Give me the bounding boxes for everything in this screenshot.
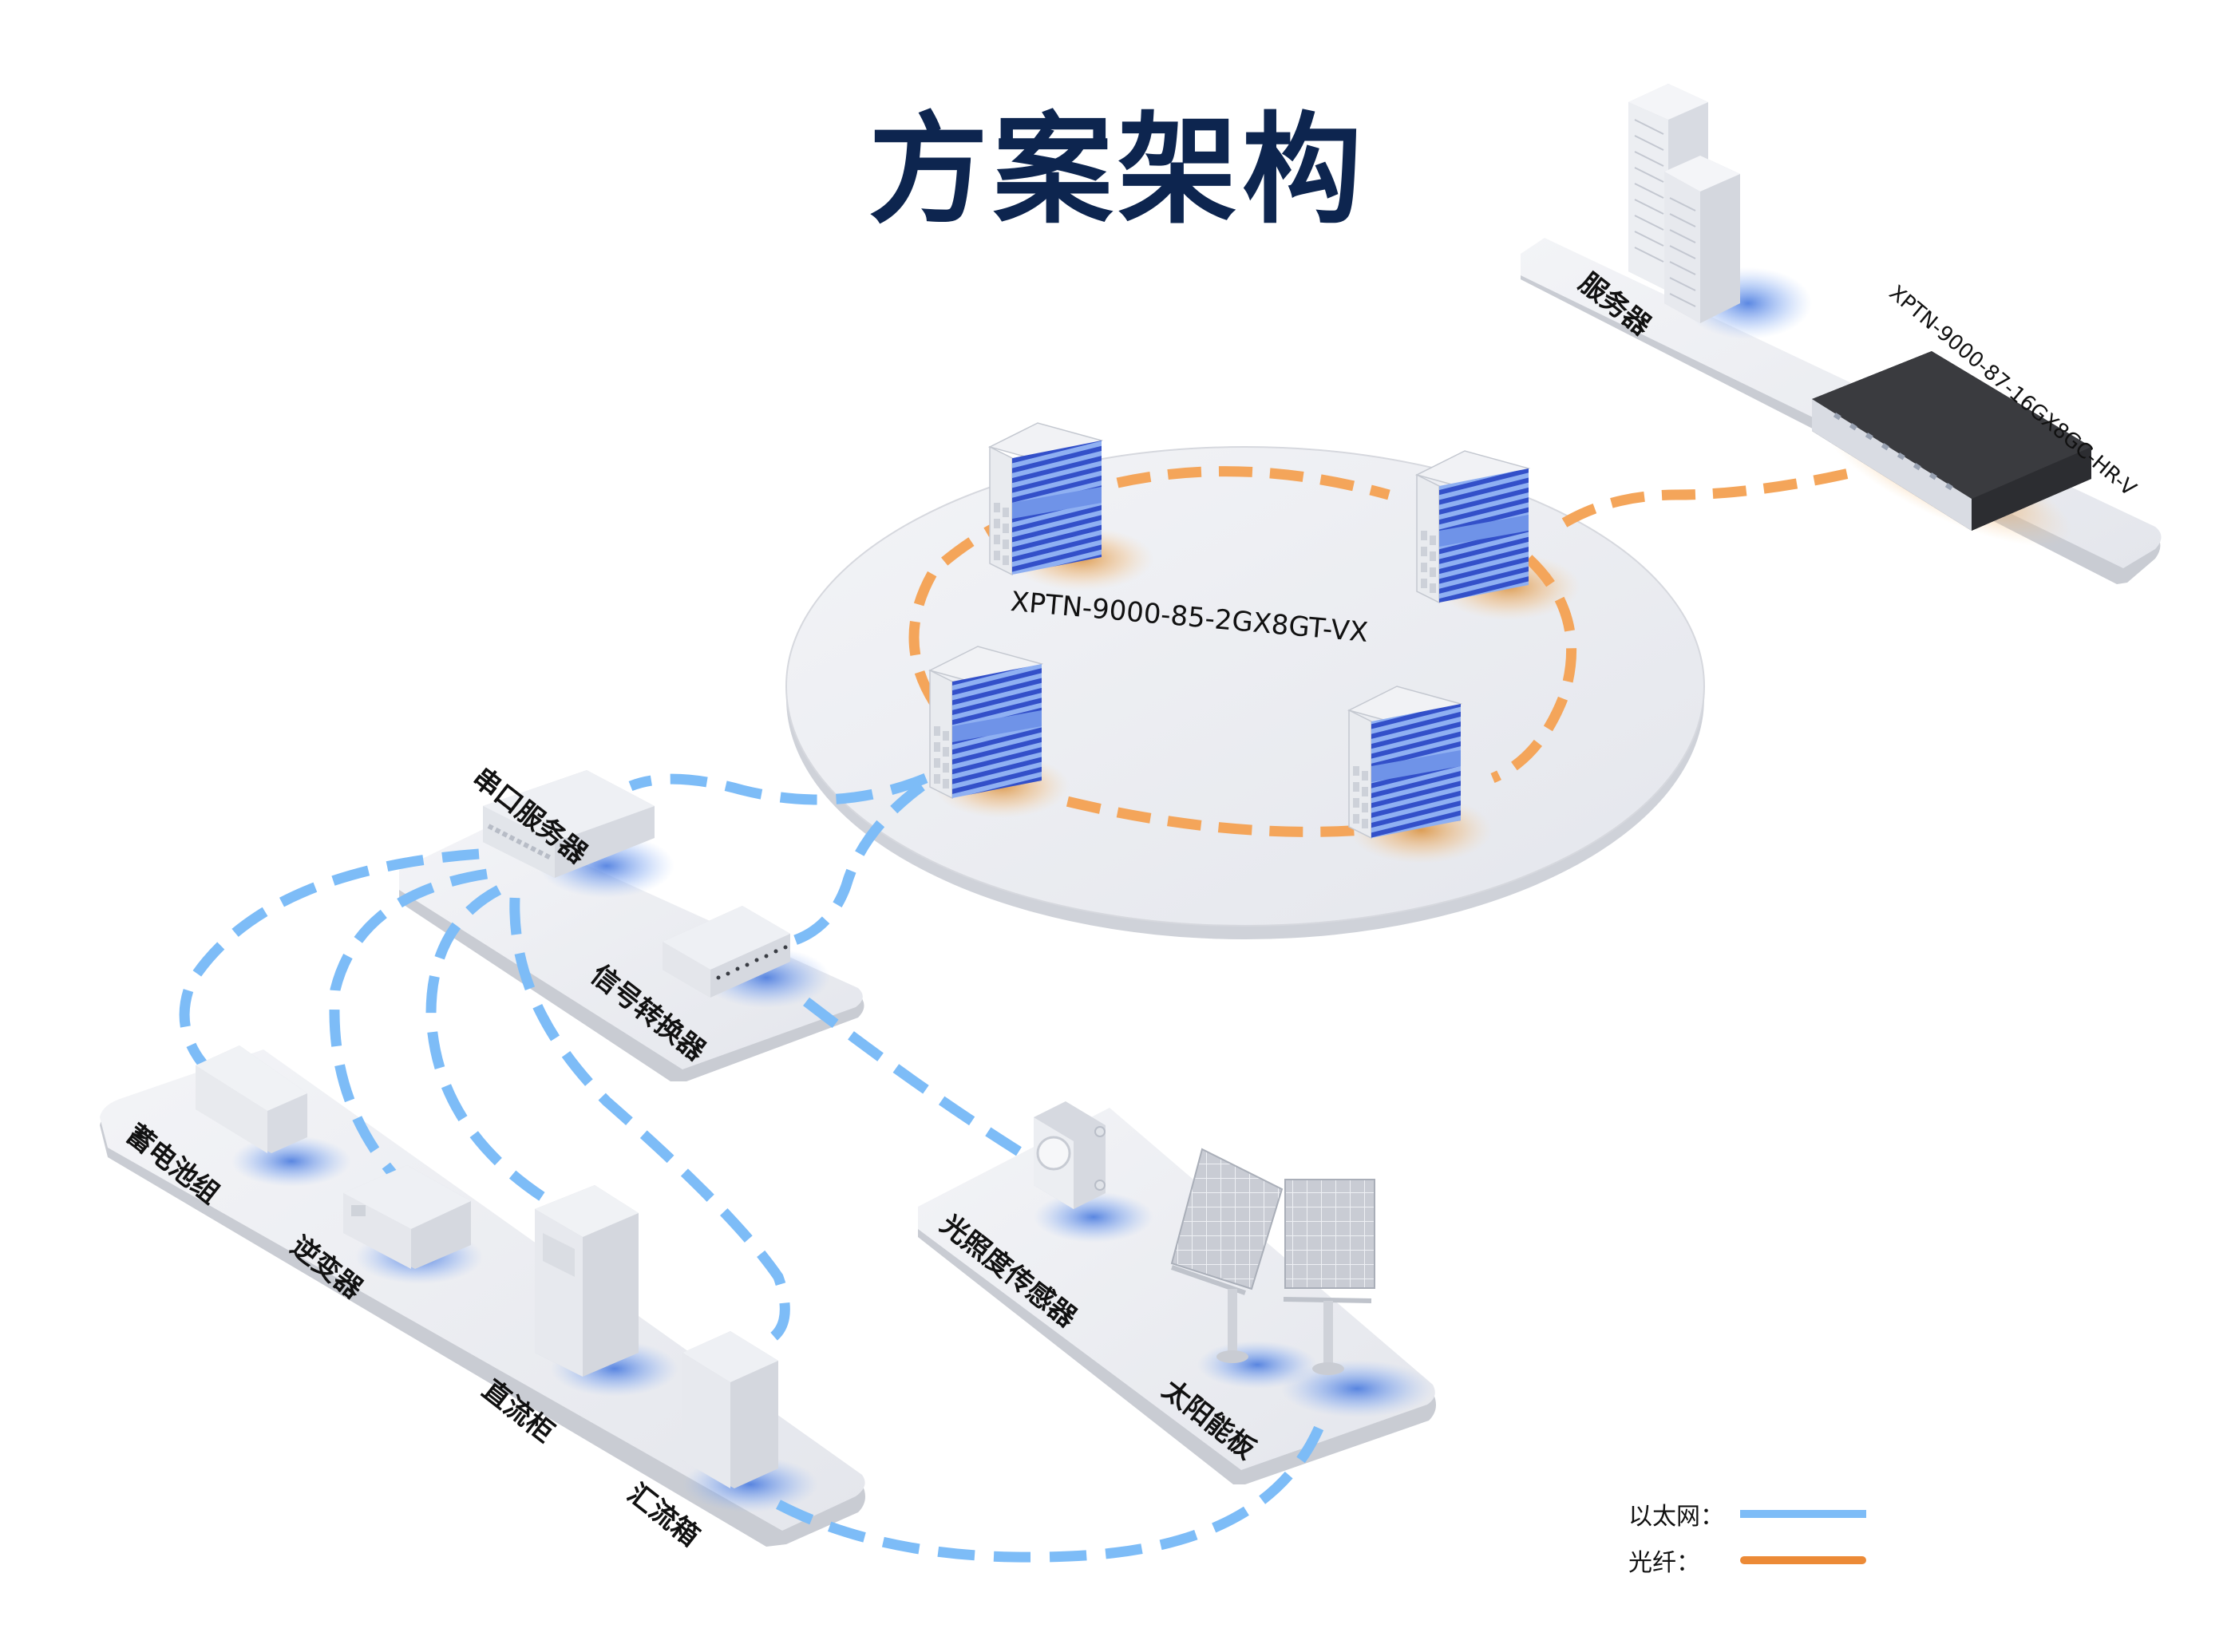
eth-serial-to-combiner <box>509 897 790 1350</box>
legend-ethernet-label: 以太网： <box>1628 1503 1724 1531</box>
solar-panel-left <box>1170 1148 1284 1363</box>
solar-panel-icon <box>1170 1148 1375 1375</box>
eth-serial-to-dccabinet <box>425 885 546 1202</box>
access-platform <box>399 824 864 1081</box>
combiner-box-icon <box>682 1331 778 1488</box>
ethernet-links <box>179 773 1331 1563</box>
light-sensor-icon <box>1034 1101 1106 1209</box>
fiber-uplink <box>1561 465 1861 528</box>
dc-cabinet-icon <box>535 1185 639 1377</box>
ring-switch-icon <box>1414 450 1531 604</box>
ring-switch-icon <box>987 422 1104 576</box>
ring-switches <box>928 422 1531 840</box>
serial-server-icon <box>483 770 655 878</box>
legend: 以太网： 光纤： <box>1628 1491 1866 1583</box>
server-icon <box>1628 84 1740 323</box>
eth-serial-to-battery <box>179 848 480 1073</box>
ring-switch-icon <box>928 646 1044 800</box>
eth-combiner-to-solar <box>776 1410 1331 1563</box>
ring-switch-icon <box>1347 686 1463 840</box>
field-right-platform <box>918 1108 1436 1484</box>
eth-ring-to-serial <box>628 773 928 805</box>
solar-panel-right <box>1283 1179 1375 1375</box>
legend-fiber-label: 光纤： <box>1628 1549 1700 1577</box>
fiber-links <box>908 465 1861 837</box>
legend-ethernet-swatch <box>1740 1510 1866 1518</box>
core-switch-icon <box>1812 351 2091 531</box>
legend-item-ethernet: 以太网： <box>1628 1491 1866 1537</box>
signal-converter-icon <box>663 906 790 998</box>
battery-icon <box>196 1045 307 1153</box>
inverter-icon <box>343 1165 471 1269</box>
eth-ring-to-converter <box>788 781 925 947</box>
fiber-ring-link <box>908 466 1577 837</box>
eth-serial-to-inverter <box>329 868 489 1185</box>
page-title: 方案架构 <box>868 101 1367 240</box>
legend-item-fiber: 光纤： <box>1628 1537 1866 1583</box>
legend-fiber-swatch <box>1740 1556 1866 1564</box>
eth-converter-to-lightsensor <box>803 997 1025 1158</box>
